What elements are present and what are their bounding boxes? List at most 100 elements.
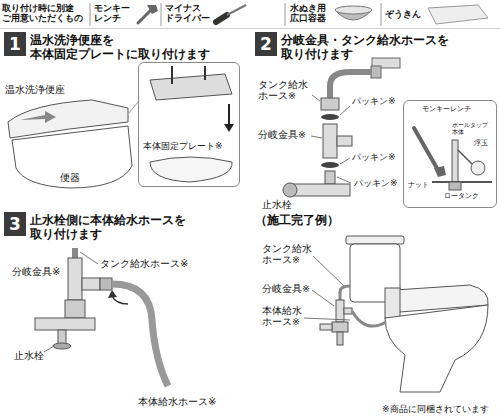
leader-line [340, 106, 350, 115]
branch-fitting-parts [321, 114, 339, 120]
branch-fitting-parts [283, 183, 297, 197]
fixing-plate [171, 66, 173, 84]
part-label: 本体給水 ホース※ [262, 306, 312, 328]
ballcock-detail [452, 140, 458, 182]
part-label: 浮玉 [474, 139, 494, 147]
step3-hose-and-valve [68, 258, 82, 300]
step-badge: 3止水栓側に本体給水ホースを 取り付けます [4, 212, 26, 236]
toilet-bowl [128, 102, 138, 114]
tool-divider [381, 3, 382, 26]
tool-divider [90, 3, 91, 26]
leader-line [311, 95, 351, 183]
part-label: ボールタップ 本体 [452, 121, 496, 135]
detail-inset: モンキーレンチボールタップ 本体浮玉ナットロータンク [403, 100, 497, 208]
step-heading: 分岐金具・タンク給水ホースを 取り付けます [281, 33, 486, 62]
branch-fitting-parts [321, 162, 339, 168]
step-badge: 1温水洗浄便座を 本体固定プレートに取り付けます [4, 32, 26, 56]
example-heading: （施工完了例） [255, 214, 355, 228]
finished-toilet [352, 311, 386, 326]
tool-name: 水ぬき用 広口容器 [290, 3, 330, 24]
tool-divider [0, 28, 500, 29]
toilet-bowl [12, 102, 138, 188]
step-number: 1 [9, 36, 21, 53]
part-label: 本体給水ホース※ [138, 396, 228, 408]
leader-line [312, 95, 320, 101]
step-badge: 2分岐金具・タンク給水ホースを 取り付けます [255, 32, 277, 56]
part-label: パッキン※ [352, 96, 399, 106]
finished-toilet [312, 290, 334, 306]
step3-hose-and-valve [65, 300, 85, 318]
step-heading: 止水栓側に本体給水ホースを 取り付けます [30, 213, 220, 242]
branch-fitting-parts [290, 184, 350, 196]
tool-divider [285, 3, 286, 26]
finished-toilet [313, 256, 344, 286]
fixing-plate [150, 66, 234, 182]
part-label: 本体固定プレート※ [143, 141, 237, 151]
tool-name: マイナス ドライバー [165, 3, 213, 24]
branch-fitting-parts [325, 171, 335, 184]
branch-fitting-parts [283, 98, 352, 197]
step3-hose-and-valve [112, 284, 168, 386]
leader-line [311, 136, 322, 138]
finished-toilet [304, 318, 350, 320]
branch-fitting-parts [337, 136, 352, 146]
part-label: 便器 [60, 172, 84, 184]
finished-toilet [346, 236, 404, 244]
part-label: 分岐金具※ [258, 130, 310, 141]
leader-line [340, 158, 350, 164]
step3-hose-and-valve [44, 346, 54, 352]
tool-name: ぞうきん [385, 9, 425, 19]
wrench-icon [138, 10, 151, 23]
part-label: 止水栓 [14, 350, 46, 362]
part-label: 分岐金具※ [262, 284, 314, 295]
step3-hose-and-valve [72, 248, 78, 258]
tank-connection [371, 66, 381, 78]
ballcock-detail [471, 161, 485, 175]
finished-toilet [385, 288, 400, 318]
step3-hose-and-valve [100, 278, 112, 290]
requirements-heading: 取り付け時に別途 ご用意いただくもの [2, 3, 88, 24]
part-label: タンク給水 ホース※ [262, 244, 318, 266]
part-label: 止水栓 [262, 200, 296, 211]
ballcock-detail [458, 150, 472, 164]
part-label: 分岐金具※ [12, 266, 66, 278]
cloth-icon [428, 5, 488, 24]
toilet-bowl [12, 126, 132, 188]
fixing-plate [150, 157, 232, 182]
finished-toilet [320, 324, 332, 330]
fixing-plate [228, 104, 230, 126]
tank-connection [330, 72, 372, 100]
finished-toilet [344, 308, 352, 314]
screwdriver-icon [216, 5, 246, 22]
step3-hose-and-valve [108, 290, 117, 298]
wrench-icon [138, 5, 158, 23]
screwdriver-icon [227, 5, 246, 15]
ballcock-detail [449, 182, 461, 190]
finished-toilet [336, 300, 344, 322]
step-heading: 温水洗浄便座を 本体固定プレートに取り付けます [30, 33, 220, 62]
part-label: パッキン※ [354, 178, 401, 188]
bowl-icon [335, 6, 372, 20]
tool-name: モンキー レンチ [94, 3, 134, 24]
fixing-plate [150, 74, 232, 100]
step-number: 3 [9, 216, 21, 233]
step3-hose-and-valve [53, 343, 71, 349]
footnote: ※商品に同梱されています [382, 404, 494, 414]
part-label: タンク給水 ホース※ [258, 80, 314, 102]
part-label: ロータンク [444, 192, 494, 200]
screwdriver-icon [216, 15, 227, 22]
tool-divider [161, 3, 162, 26]
part-label: ナット [408, 181, 438, 189]
bowl-icon [335, 6, 372, 14]
finished-toilet [340, 286, 350, 300]
ballcock-detail [414, 128, 438, 170]
part-label: パッキン※ [352, 152, 399, 162]
tool-divider [0, 3, 500, 29]
ballcock-detail [432, 181, 492, 183]
part-label: タンク給水ホース※ [100, 258, 200, 270]
branch-fitting-parts [321, 98, 339, 110]
step-number: 2 [260, 36, 272, 53]
wrench-icon [147, 5, 158, 14]
branch-fitting-parts [323, 124, 337, 158]
